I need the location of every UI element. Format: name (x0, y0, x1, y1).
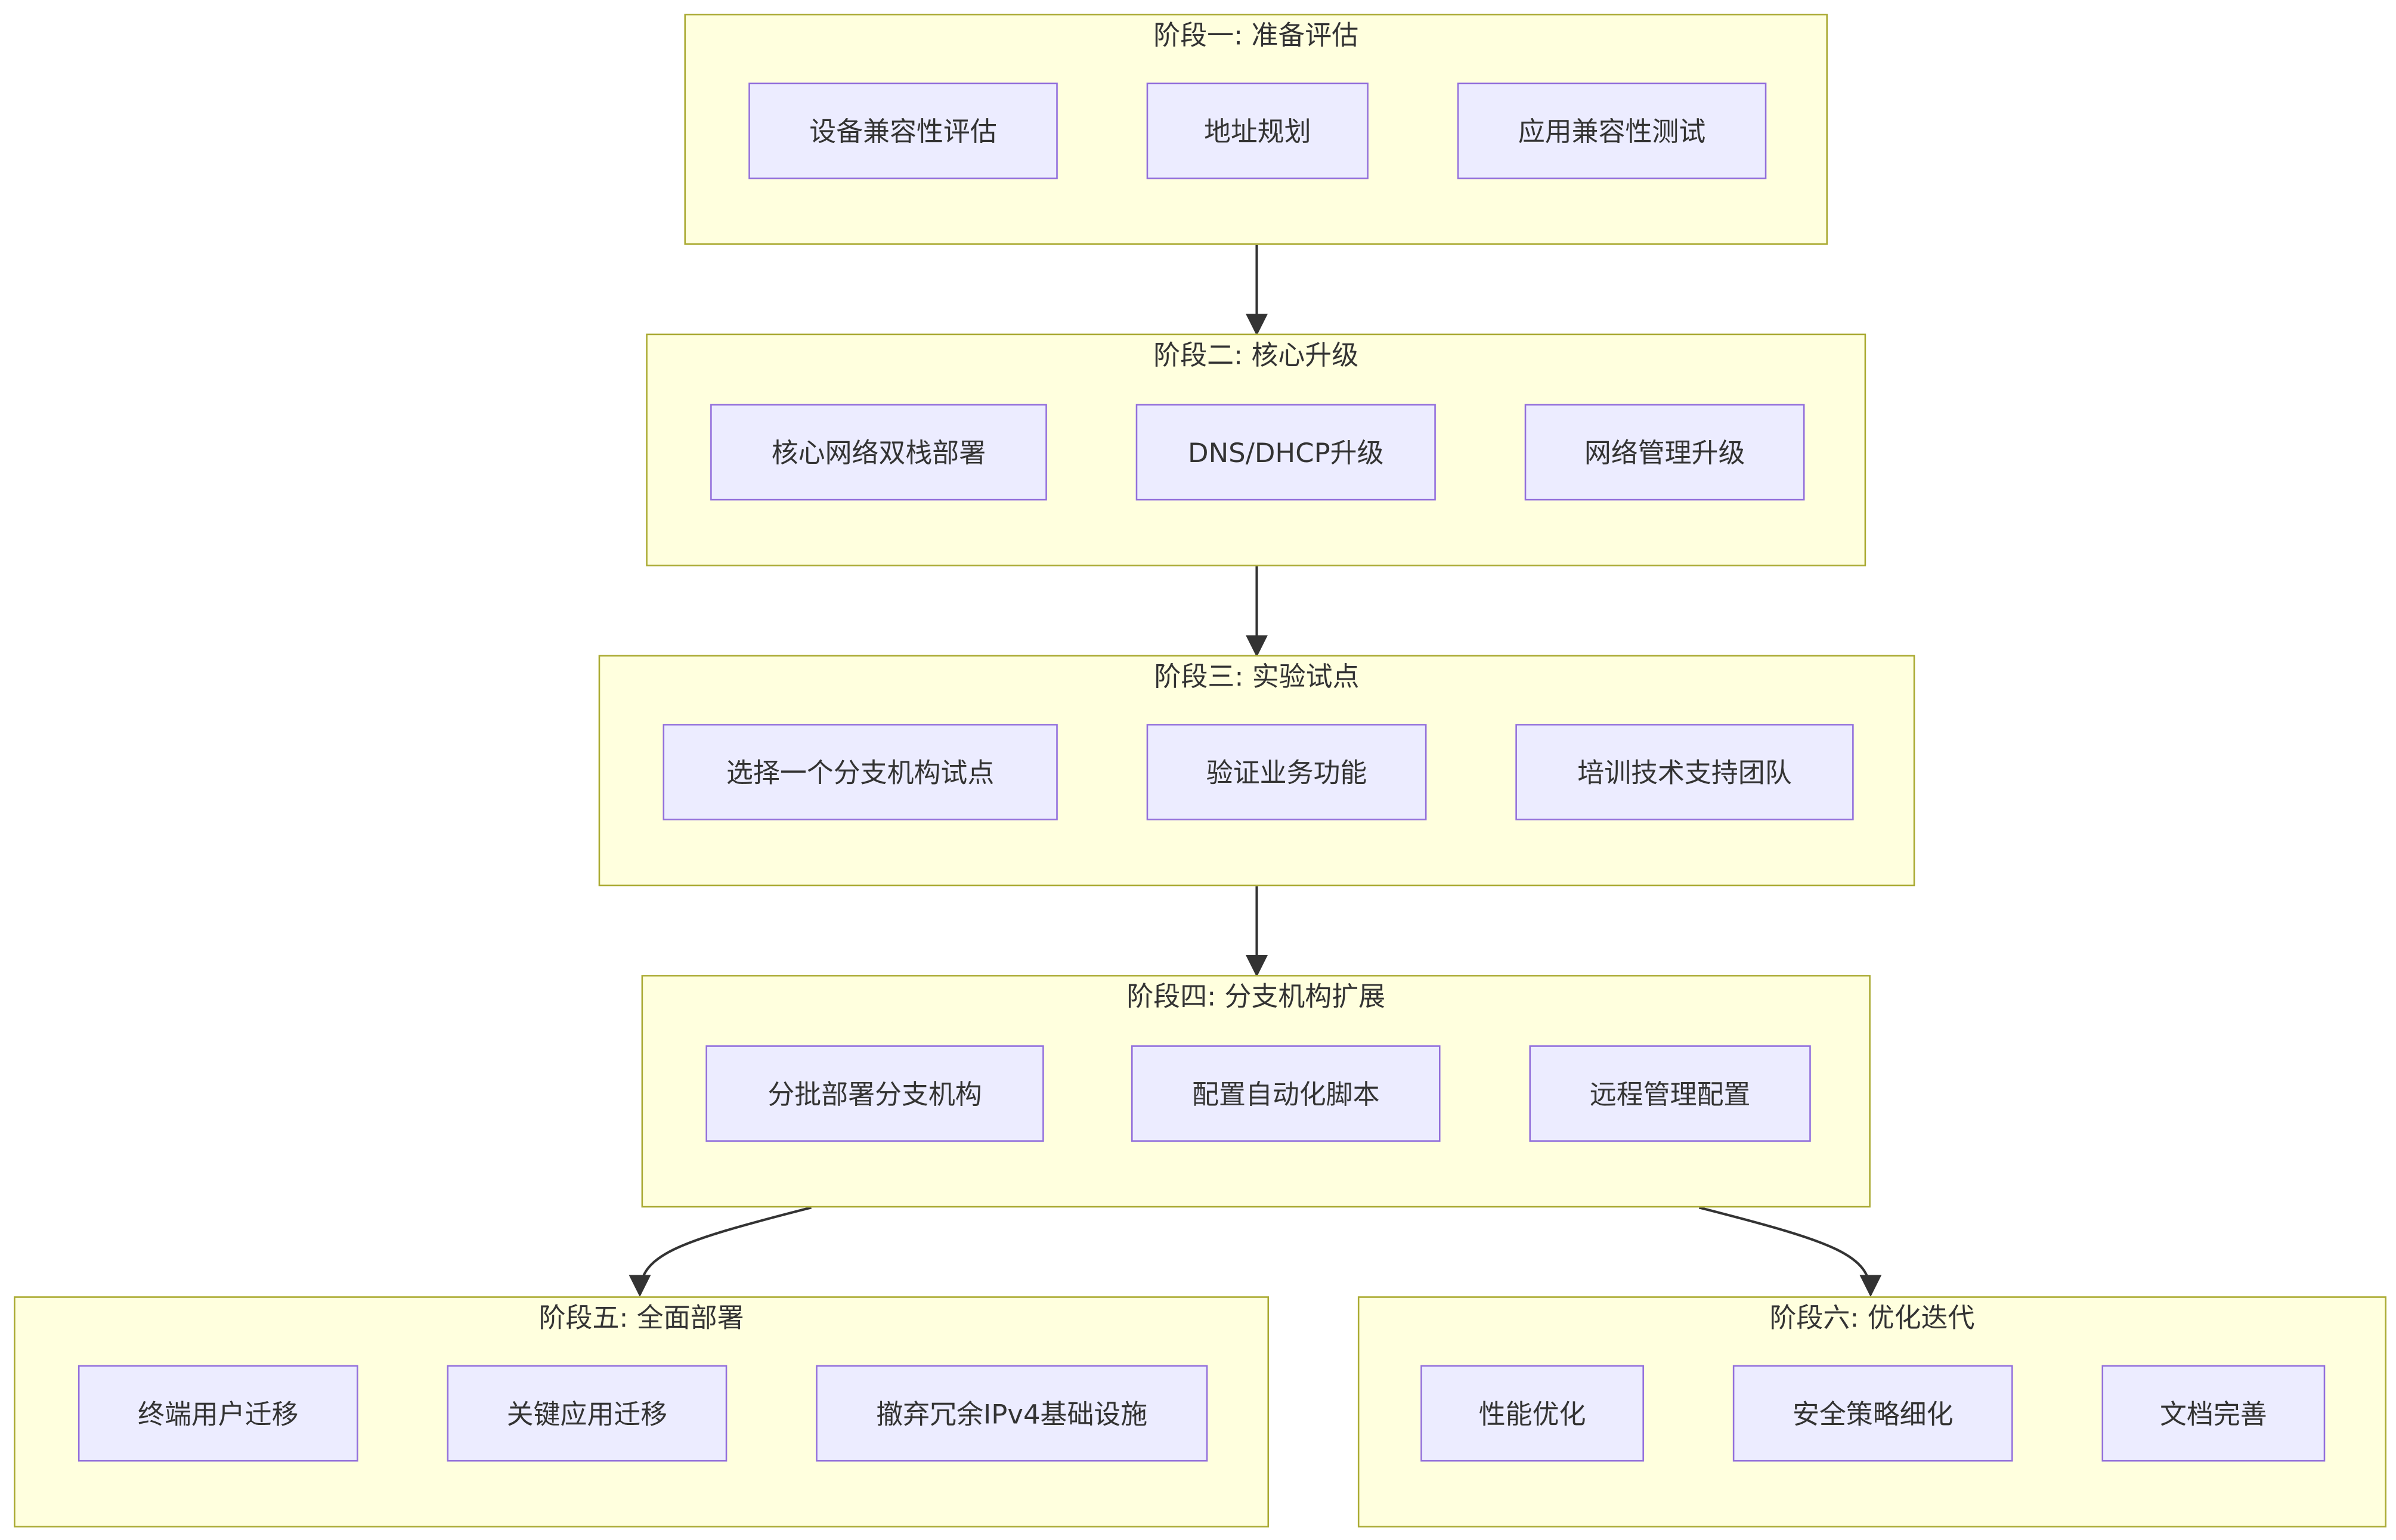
process-node: 地址规划 (1146, 82, 1369, 179)
edge-stage4-stage5 (629, 1206, 812, 1297)
process-node: 网络管理升级 (1524, 404, 1805, 501)
stage-cluster-5: 阶段五: 全面部署 终端用户迁移 关键应用迁移 撤弃冗余IPv4基础设施 (14, 1296, 1270, 1527)
process-node: 安全策略细化 (1732, 1365, 2013, 1462)
process-node: 撤弃冗余IPv4基础设施 (816, 1365, 1208, 1462)
process-node: 关键应用迁移 (447, 1365, 728, 1462)
stage-title: 阶段四: 分支机构扩展 (1126, 983, 1386, 1014)
stage-cluster-1: 阶段一: 准备评估 设备兼容性评估 地址规划 应用兼容性测试 (684, 14, 1828, 245)
process-node: 培训技术支持团队 (1515, 724, 1854, 820)
process-node: 终端用户迁移 (78, 1365, 358, 1462)
process-node: 核心网络双栈部署 (710, 404, 1047, 501)
process-node: 分批部署分支机构 (705, 1045, 1044, 1142)
process-node: 文档完善 (2101, 1365, 2326, 1462)
stage-cluster-6: 阶段六: 优化迭代 性能优化 安全策略细化 文档完善 (1357, 1296, 2386, 1527)
stage-cluster-2: 阶段二: 核心升级 核心网络双栈部署 DNS/DHCP升级 网络管理升级 (646, 333, 1866, 566)
process-node: DNS/DHCP升级 (1135, 404, 1436, 501)
stage-title: 阶段一: 准备评估 (1153, 21, 1359, 52)
stage-cluster-4: 阶段四: 分支机构扩展 分批部署分支机构 配置自动化脚本 远程管理配置 (641, 975, 1871, 1208)
stage-title: 阶段六: 优化迭代 (1769, 1304, 1975, 1335)
edge-stage4-stage6 (1698, 1206, 1882, 1297)
stage-title: 阶段二: 核心升级 (1153, 341, 1359, 372)
stage-cluster-3: 阶段三: 实验试点 选择一个分支机构试点 验证业务功能 培训技术支持团队 (598, 655, 1915, 887)
process-node: 性能优化 (1420, 1365, 1644, 1462)
process-node: 应用兼容性测试 (1457, 82, 1767, 179)
process-node: 验证业务功能 (1146, 724, 1427, 820)
process-node: 远程管理配置 (1529, 1045, 1811, 1142)
stage-title: 阶段三: 实验试点 (1154, 662, 1360, 693)
process-node: 配置自动化脚本 (1131, 1045, 1441, 1142)
process-node: 选择一个分支机构试点 (663, 724, 1058, 820)
stage-title: 阶段五: 全面部署 (538, 1304, 744, 1335)
process-node: 设备兼容性评估 (748, 82, 1058, 179)
